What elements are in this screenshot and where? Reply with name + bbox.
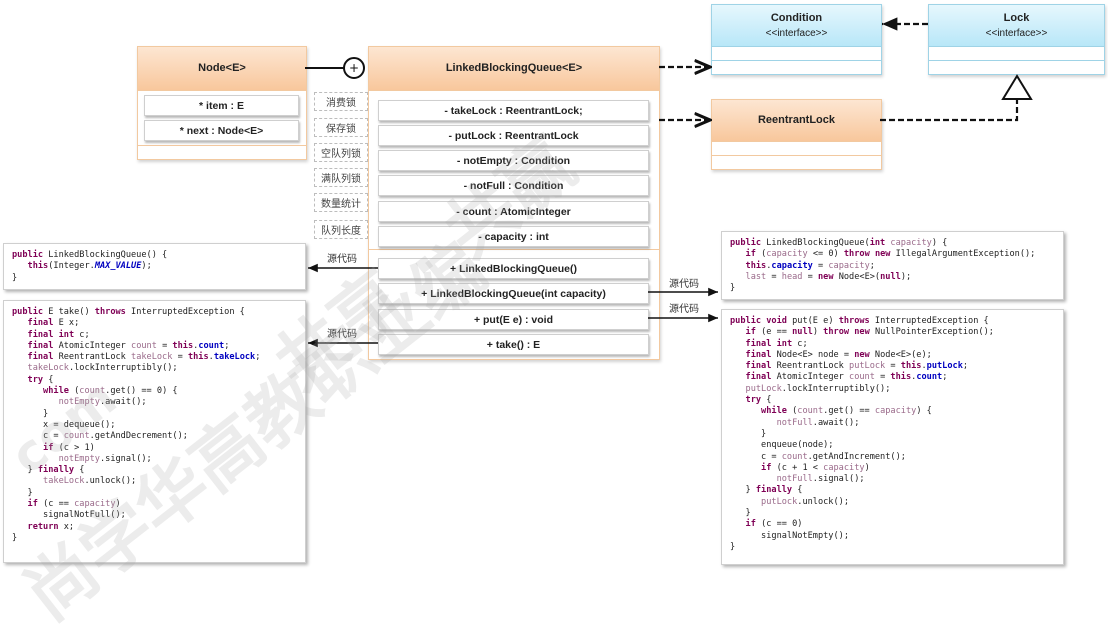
code-line: if (c == capacity) <box>27 499 121 510</box>
code-put: public void put(E e) throws InterruptedE… <box>721 309 1064 565</box>
code-line: notEmpty.signal(); <box>58 453 152 464</box>
interface-condition-name: Condition <box>770 11 823 24</box>
code-line: takeLock.unlock(); <box>43 476 137 487</box>
lbq-field-count[interactable]: - count : AtomicInteger <box>378 201 649 222</box>
code-line: enqueue(node); <box>730 440 834 451</box>
note-not-full: 满队列锁 <box>314 168 368 187</box>
source-label-ctor-default: 源代码 <box>327 254 357 265</box>
note-put-lock: 保存锁 <box>314 118 368 137</box>
interface-lock[interactable]: Lock <<interface>> <box>928 4 1105 75</box>
code-line: } <box>730 283 736 294</box>
code-line: public E take() throws InterruptedExcept… <box>12 307 245 317</box>
source-label-ctor-capacity: 源代码 <box>669 279 699 290</box>
interface-lock-stereotype: <<interface>> <box>985 27 1048 39</box>
code-line: final ReentrantLock takeLock = this.take… <box>27 352 261 363</box>
code-line: c = count.getAndIncrement(); <box>730 451 906 462</box>
lbq-field-notfull[interactable]: - notFull : Condition <box>378 175 649 196</box>
code-line: putLock.lockInterruptibly(); <box>745 383 891 394</box>
code-line: signalNotFull(); <box>12 510 126 521</box>
class-reentrantlock-name: ReentrantLock <box>757 114 836 126</box>
lbq-field-capacity[interactable]: - capacity : int <box>378 226 649 247</box>
code-line: if (capacity <= 0) throw new IllegalArgu… <box>745 249 1036 260</box>
interface-lock-name: Lock <box>1003 11 1030 24</box>
code-line: final E x; <box>27 318 80 329</box>
nesting-circle-icon <box>343 57 365 79</box>
code-line: c = count.getAndDecrement(); <box>12 431 188 442</box>
note-capacity: 队列长度 <box>314 220 368 239</box>
code-line: } <box>12 408 49 419</box>
interface-condition-stereotype: <<interface>> <box>765 27 828 39</box>
code-line: } <box>12 272 18 283</box>
code-line: } <box>730 428 767 439</box>
source-label-put: 源代码 <box>669 304 699 315</box>
code-line: if (e == null) throw new NullPointerExce… <box>745 327 994 338</box>
interface-condition[interactable]: Condition <<interface>> <box>711 4 882 75</box>
code-take: public E take() throws InterruptedExcept… <box>3 300 306 563</box>
code-line: putLock.unlock(); <box>761 496 850 507</box>
lbq-method-ctor-capacity[interactable]: + LinkedBlockingQueue(int capacity) <box>378 283 649 304</box>
code-line: if (c > 1) <box>43 442 95 453</box>
code-line: this(Integer.MAX_VALUE); <box>27 261 152 272</box>
note-not-empty: 空队列锁 <box>314 143 368 162</box>
lbq-method-ctor-default[interactable]: + LinkedBlockingQueue() <box>378 258 649 279</box>
node-field-item[interactable]: * item : E <box>144 95 299 116</box>
node-field-next[interactable]: * next : Node<E> <box>144 120 299 141</box>
code-line: public LinkedBlockingQueue(int capacity)… <box>730 238 948 248</box>
realization-line <box>880 99 1019 122</box>
code-line: if (c + 1 < capacity) <box>761 462 870 473</box>
note-take-lock: 消费锁 <box>314 92 368 111</box>
code-line: takeLock.lockInterruptibly(); <box>27 363 178 374</box>
code-line: this.capacity = capacity; <box>745 260 875 271</box>
note-count: 数量统计 <box>314 193 368 212</box>
code-line: try { <box>745 395 772 406</box>
class-node-name: Node<E> <box>198 62 246 74</box>
lbq-field-takelock[interactable]: - takeLock : ReentrantLock; <box>378 100 649 121</box>
code-line: final int c; <box>27 329 90 340</box>
realization-triangle-icon <box>1001 74 1033 100</box>
code-line: notFull.signal(); <box>776 474 865 485</box>
code-line: while (count.get() == 0) { <box>43 386 178 397</box>
code-line: } finally { <box>730 485 803 496</box>
code-line: if (c == 0) <box>745 519 803 530</box>
nesting-plus-icon: + <box>349 61 359 75</box>
code-line: signalNotEmpty(); <box>730 530 849 541</box>
code-line: notFull.await(); <box>776 417 860 428</box>
code-line: } <box>12 487 33 498</box>
code-line: } <box>730 508 751 519</box>
code-line: } finally { <box>12 465 85 476</box>
code-line: notEmpty.await(); <box>58 397 147 408</box>
code-line: while (count.get() == capacity) { <box>761 406 932 417</box>
code-line: final Node<E> node = new Node<E>(e); <box>745 349 932 360</box>
code-line: final ReentrantLock putLock = this.putLo… <box>745 361 969 372</box>
source-label-take: 源代码 <box>327 329 357 340</box>
code-line: public void put(E e) throws InterruptedE… <box>730 316 989 326</box>
code-line: final AtomicInteger count = this.count; <box>27 340 230 351</box>
code-ctor-capacity: public LinkedBlockingQueue(int capacity)… <box>721 231 1064 300</box>
code-line: last = head = new Node<E>(null); <box>745 271 912 282</box>
code-line: } <box>730 541 736 552</box>
lbq-method-put[interactable]: + put(E e) : void <box>378 309 649 330</box>
lbq-method-take[interactable]: + take() : E <box>378 334 649 355</box>
lbq-field-putlock[interactable]: - putLock : ReentrantLock <box>378 125 649 146</box>
lbq-field-notempty[interactable]: - notEmpty : Condition <box>378 150 649 171</box>
code-line: } <box>12 532 18 543</box>
code-line: try { <box>27 374 54 385</box>
code-line: final AtomicInteger count = this.count; <box>745 372 948 383</box>
code-line: return x; <box>27 521 75 532</box>
code-line: x = dequeue(); <box>12 419 116 430</box>
class-reentrantlock[interactable]: ReentrantLock <box>711 99 882 170</box>
code-ctor-default: public LinkedBlockingQueue() { this(Inte… <box>3 243 306 290</box>
code-line: public LinkedBlockingQueue() { <box>12 250 168 260</box>
class-lbq-name: LinkedBlockingQueue<E> <box>445 62 583 74</box>
code-line: final int c; <box>745 338 808 349</box>
